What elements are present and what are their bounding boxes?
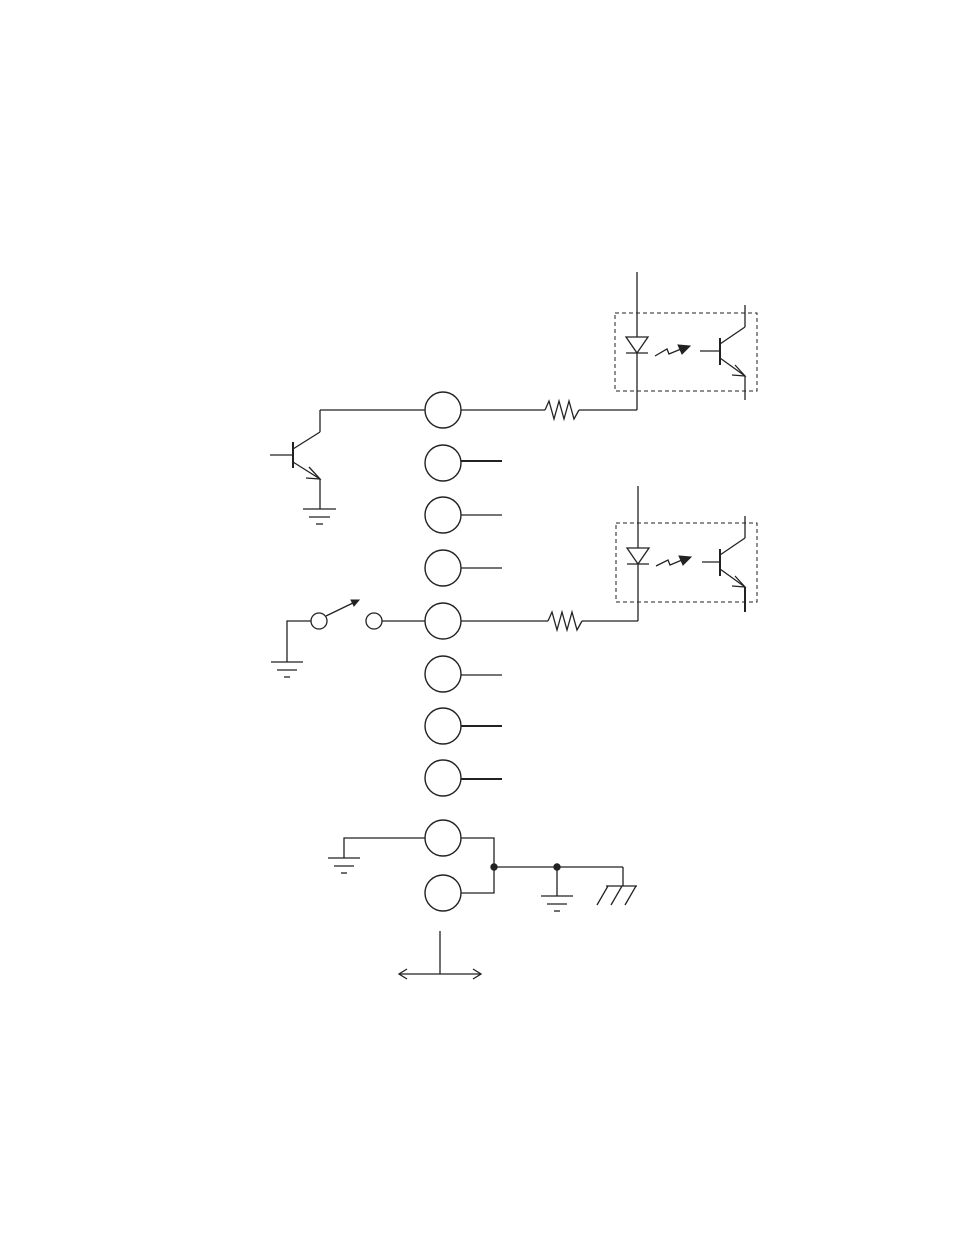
- terminal-pin-5: [425, 603, 461, 639]
- optocoupler-2-phototransistor-icon: [702, 516, 745, 612]
- ground-connection-right: [461, 838, 637, 911]
- pin-stub-wires: [461, 461, 502, 779]
- terminal-strip: [425, 392, 461, 911]
- terminal-pin-9: [425, 820, 461, 856]
- resistor-2: [461, 612, 638, 630]
- ground-icon: [303, 509, 336, 524]
- resistor-1: [461, 401, 637, 419]
- ground-icon: [541, 896, 573, 911]
- optocoupler-2-led-icon: [627, 548, 649, 564]
- optocoupler-2-light-arrow-icon: [656, 556, 691, 566]
- bidirectional-arrow-icon: [399, 931, 481, 979]
- switch: [271, 600, 425, 677]
- junction-dot: [491, 864, 497, 870]
- terminal-pin-8: [425, 760, 461, 796]
- optocoupler-1: [615, 272, 757, 410]
- optocoupler-1-led-icon: [626, 337, 648, 353]
- optocoupler-1-phototransistor-icon: [700, 305, 745, 400]
- terminal-pin-1: [425, 392, 461, 428]
- ground-connection-left: [328, 838, 425, 873]
- npn-transistor-driver: [270, 410, 425, 524]
- terminal-pin-7: [425, 708, 461, 744]
- terminal-pin-3: [425, 497, 461, 533]
- terminal-pin-6: [425, 656, 461, 692]
- optocoupler-2: [616, 486, 757, 621]
- chassis-ground-icon: [597, 886, 637, 905]
- terminal-pin-4: [425, 550, 461, 586]
- terminal-pin-2: [425, 445, 461, 481]
- optocoupler-1-light-arrow-icon: [655, 345, 690, 356]
- terminal-pin-10: [425, 875, 461, 911]
- ground-icon: [328, 858, 360, 873]
- ground-icon: [271, 662, 303, 677]
